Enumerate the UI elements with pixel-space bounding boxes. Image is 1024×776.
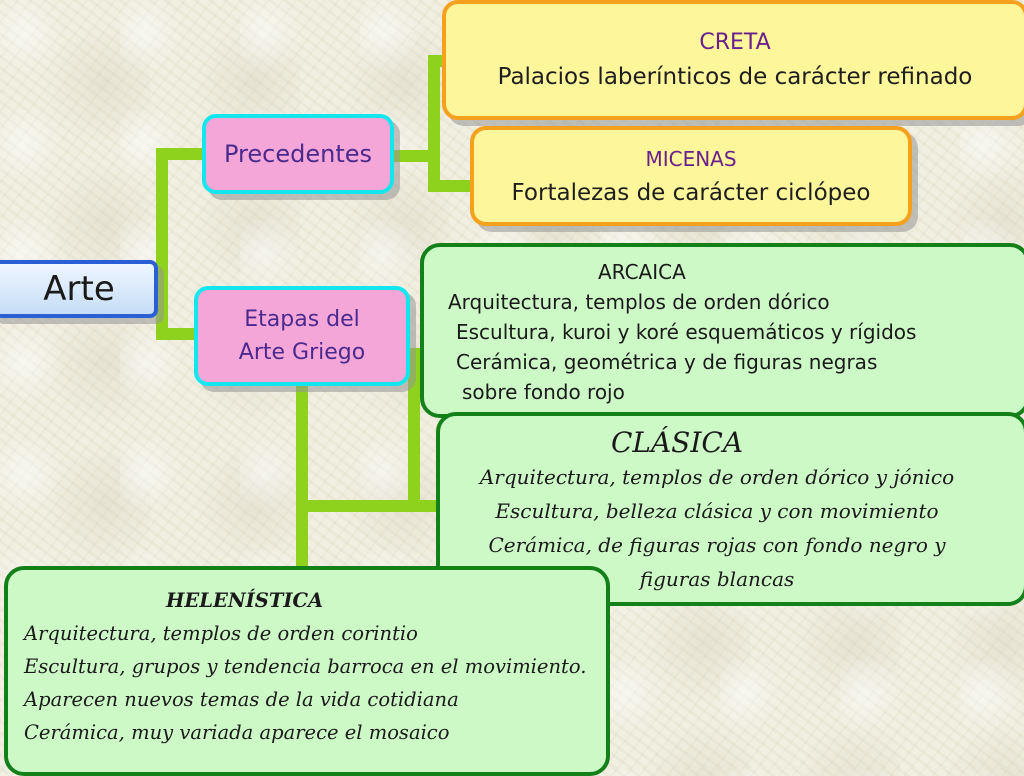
connector-to-etapas	[156, 328, 200, 340]
connector-to-micenas	[428, 180, 474, 192]
arcaica-line: Arquitectura, templos de orden dórico	[448, 290, 830, 314]
creta-text: Palacios laberínticos de carácter refina…	[497, 64, 973, 90]
arcaica-line: Escultura, kuroi y koré esquemáticos y r…	[456, 320, 917, 344]
connector-fork-vertical	[428, 55, 440, 190]
arcaica-line: Cerámica, geométrica y de figuras negras	[456, 350, 878, 374]
node-creta: CRETA Palacios laberínticos de carácter …	[442, 0, 1024, 120]
connector-to-precedentes	[156, 148, 206, 160]
helenistica-line: Escultura, grupos y tendencia barroca en…	[24, 655, 587, 678]
clasica-line: figuras blancas	[639, 567, 795, 591]
connector-etapas-drop	[296, 384, 308, 574]
connector-main-trunk	[156, 148, 168, 338]
micenas-text: Fortalezas de carácter ciclópeo	[511, 180, 871, 206]
connector-to-clasica	[296, 500, 442, 512]
clasica-line: Cerámica, de figuras rojas con fondo neg…	[488, 533, 946, 557]
etapas-label-line2: Arte Griego	[238, 340, 366, 365]
connector-arcaica-drop	[408, 348, 420, 506]
root-node-arte: Arte	[0, 260, 158, 318]
micenas-title: MICENAS	[645, 147, 737, 171]
precedentes-label: Precedentes	[223, 140, 372, 168]
helenistica-line: Aparecen nuevos temas de la vida cotidia…	[24, 688, 459, 711]
branch-node-etapas: Etapas del Arte Griego	[194, 286, 410, 386]
arcaica-title: ARCAICA	[598, 260, 686, 284]
branch-node-precedentes: Precedentes	[202, 114, 394, 194]
helenistica-title: HELENÍSTICA	[166, 589, 324, 612]
root-label: Arte	[43, 269, 115, 309]
clasica-line: Escultura, belleza clásica y con movimie…	[495, 499, 939, 523]
node-clasica: CLÁSICA Arquitectura, templos de orden d…	[436, 412, 1024, 606]
clasica-line: Arquitectura, templos de orden dórico y …	[479, 465, 955, 489]
node-arcaica: ARCAICA Arquitectura, templos de orden d…	[420, 243, 1024, 418]
helenistica-line: Arquitectura, templos de orden corintio	[24, 622, 418, 645]
connector-precedentes-fork	[392, 150, 436, 162]
arcaica-line: sobre fondo rojo	[462, 380, 625, 404]
creta-title: CRETA	[699, 30, 771, 55]
helenistica-line: Cerámica, muy variada aparece el mosaico	[24, 721, 450, 744]
clasica-title: CLÁSICA	[610, 426, 744, 459]
node-helenistica: HELENÍSTICA Arquitectura, templos de ord…	[4, 566, 610, 776]
node-micenas: MICENAS Fortalezas de carácter ciclópeo	[470, 126, 912, 226]
etapas-label-line1: Etapas del	[244, 307, 360, 332]
